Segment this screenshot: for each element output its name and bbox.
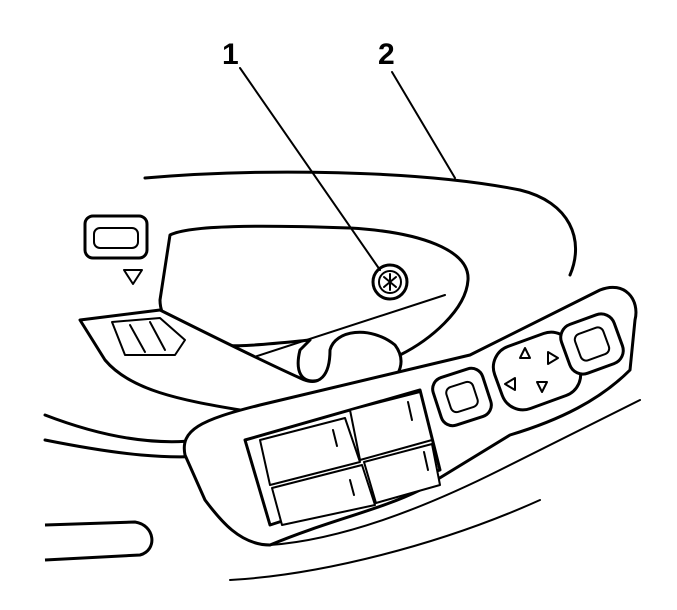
- door-release-lever-edge: [129, 321, 166, 353]
- window-switch-rear-right: [363, 443, 441, 504]
- mirror-arrow-right: [547, 351, 559, 365]
- mirror-select-insert: [573, 326, 611, 362]
- door-lock-button-insert: [93, 227, 139, 249]
- armrest-bottom-sweep: [229, 499, 541, 581]
- storage-bin: [44, 520, 154, 562]
- screw-torx-recess: [383, 273, 397, 291]
- callout-2-leader: [391, 71, 456, 179]
- window-switch-front-right: [349, 391, 433, 461]
- mirror-arrow-down: [536, 381, 548, 393]
- armrest-lower-edge: [269, 399, 641, 546]
- mirror-arrow-up: [519, 347, 531, 359]
- pull-handle-crease: [244, 294, 446, 361]
- lock-direction-arrow: [123, 269, 143, 285]
- window-switch-grips: [332, 401, 429, 496]
- callout-1-leader: [239, 67, 381, 271]
- callout-2-label: 2: [378, 38, 395, 71]
- mirror-arrow-left: [504, 377, 516, 391]
- callout-1-label: 1: [222, 38, 239, 71]
- window-lockout-insert: [445, 380, 479, 414]
- door-trim-panel-outline: [143, 170, 578, 277]
- door-trim-panel-lower-edge: [43, 413, 202, 444]
